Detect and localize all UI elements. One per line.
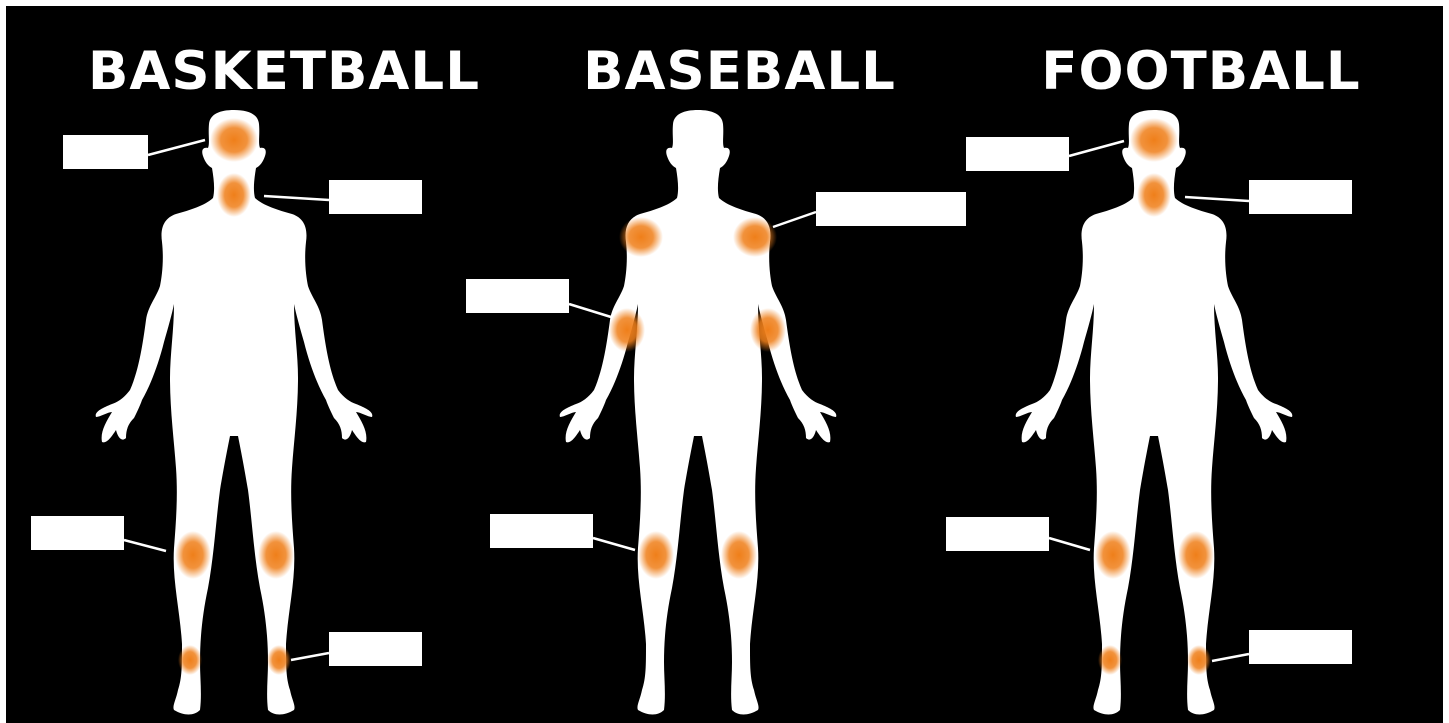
leader-line <box>773 212 816 227</box>
leader-line <box>1049 538 1090 550</box>
label-box-ankle <box>1249 630 1352 664</box>
right-shoulder-hotspot <box>733 217 777 257</box>
neck-hotspot <box>1137 173 1171 217</box>
label-box-neck <box>329 180 422 214</box>
right-knee-hotspot <box>721 531 757 579</box>
body-silhouette <box>560 110 837 715</box>
left-shoulder-hotspot <box>619 217 663 257</box>
left-ankle-hotspot <box>1098 645 1122 675</box>
football-figure <box>946 110 1352 715</box>
leader-line <box>291 653 329 660</box>
left-knee-hotspot <box>638 531 674 579</box>
label-box-knee <box>490 514 593 548</box>
right-elbow-hotspot <box>750 308 786 352</box>
neck-hotspot <box>217 173 251 217</box>
label-box-head <box>63 135 148 169</box>
left-ankle-hotspot <box>178 645 202 675</box>
baseball-figure <box>466 110 966 715</box>
left-elbow-hotspot <box>609 308 645 352</box>
label-box-knee <box>946 517 1049 551</box>
leader-line <box>1069 141 1124 156</box>
head-hotspot <box>1130 118 1178 162</box>
leader-line <box>1185 197 1249 201</box>
label-box-neck <box>1249 180 1352 214</box>
leader-line <box>264 196 329 200</box>
leader-line <box>593 538 635 550</box>
right-ankle-hotspot <box>1187 645 1211 675</box>
label-box-knee <box>31 516 124 550</box>
leader-line <box>148 140 205 155</box>
label-box-shoulder <box>816 192 966 226</box>
head-hotspot <box>210 118 258 162</box>
label-box-head <box>966 137 1069 171</box>
leader-line <box>124 540 166 551</box>
leader-line <box>1212 654 1249 661</box>
label-box-elbow <box>466 279 569 313</box>
right-knee-hotspot <box>1178 531 1214 579</box>
left-knee-hotspot <box>175 531 211 579</box>
left-knee-hotspot <box>1095 531 1131 579</box>
right-knee-hotspot <box>258 531 294 579</box>
label-box-ankle <box>329 632 422 666</box>
leader-line <box>569 304 611 317</box>
basketball-figure <box>31 110 422 715</box>
right-ankle-hotspot <box>267 645 291 675</box>
